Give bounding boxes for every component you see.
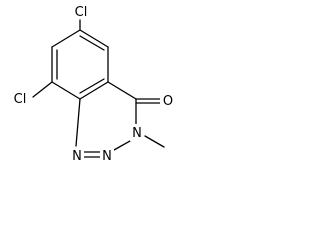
atom-n-bottom-background (70, 147, 84, 163)
bond-c8-c8a (51, 81, 81, 100)
bond-n3-methyl (144, 135, 165, 148)
bond-n3-n2 (113, 140, 131, 151)
atom-cl-left: Cl (14, 92, 27, 107)
bond-c6-c7 (51, 29, 81, 48)
bond-c5-c6-inner (79, 35, 105, 51)
atom-cl-top: Cl (75, 5, 88, 20)
atom-n-middle: N (102, 149, 112, 164)
atom-cl-top-background (69, 3, 93, 19)
atom-n-methyl: N (132, 126, 142, 141)
atom-cl-left-background (8, 90, 32, 106)
bond-c8-cl (32, 81, 53, 98)
atom-n-bottom: N (72, 149, 82, 164)
bond-c8a-c4a-inner (79, 78, 105, 94)
bond-n1-c8a (75, 98, 81, 147)
bond-c4a-c4 (107, 81, 137, 100)
atom-oxygen: O (163, 94, 173, 109)
bond-c8a-c4a (79, 81, 109, 100)
bond-c5-c6 (79, 29, 109, 48)
atom-n-middle-background (100, 147, 114, 163)
atom-n-methyl-background (130, 124, 144, 141)
molecule-structure-diagram: Cl Cl O N N N (8, 3, 176, 164)
atom-oxygen-background (160, 92, 176, 109)
